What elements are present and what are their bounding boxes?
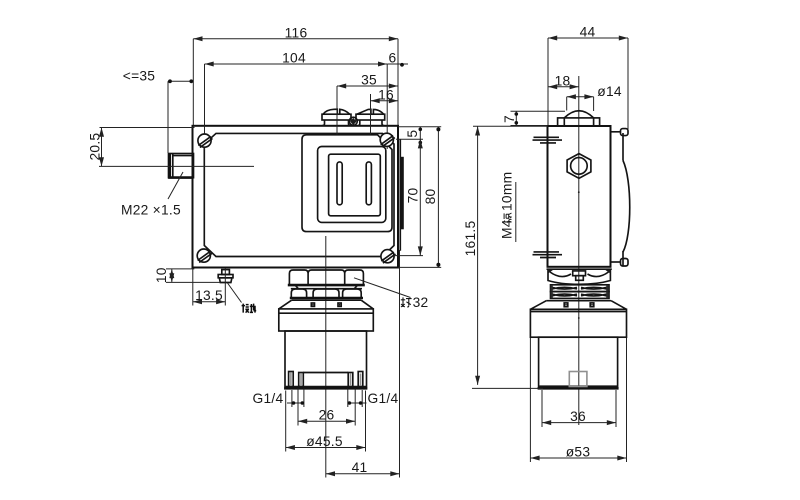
svg-text:<=35: <=35 <box>123 68 156 83</box>
svg-text:10: 10 <box>154 267 169 283</box>
svg-text:M4: M4 <box>500 219 515 239</box>
svg-text:G1/4: G1/4 <box>368 391 399 406</box>
svg-text:104: 104 <box>282 51 306 66</box>
svg-text:M22 ×1.5: M22 ×1.5 <box>121 203 181 218</box>
svg-text:26: 26 <box>319 408 335 423</box>
svg-text:116: 116 <box>285 25 308 40</box>
svg-text:35: 35 <box>361 73 377 88</box>
svg-text:44: 44 <box>580 25 596 40</box>
svg-text:161.5: 161.5 <box>463 221 478 257</box>
svg-text:70: 70 <box>406 188 421 204</box>
svg-text:36: 36 <box>570 409 586 424</box>
svg-text:41: 41 <box>352 460 368 475</box>
svg-text:5: 5 <box>405 130 420 138</box>
svg-text:ø45.5: ø45.5 <box>306 434 343 449</box>
svg-text:G1/4: G1/4 <box>253 391 284 406</box>
svg-text:ø14: ø14 <box>597 84 622 99</box>
svg-text:16: 16 <box>378 88 394 103</box>
svg-text:ø53: ø53 <box>566 445 591 460</box>
svg-text:6: 6 <box>389 51 397 66</box>
svg-text:13.5: 13.5 <box>195 288 223 303</box>
svg-text:32: 32 <box>413 295 429 310</box>
svg-text:7: 7 <box>502 115 517 123</box>
svg-text:20.5: 20.5 <box>87 133 102 161</box>
svg-text:80: 80 <box>423 189 438 205</box>
svg-text:18: 18 <box>555 73 571 88</box>
svg-text:10mm: 10mm <box>500 172 515 211</box>
